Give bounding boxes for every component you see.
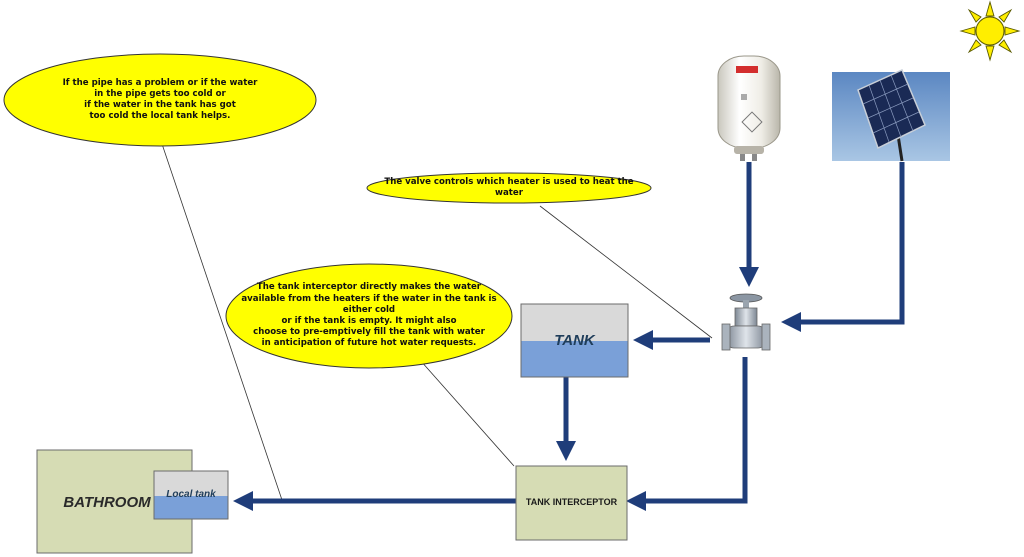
sun-icon (959, 0, 1021, 62)
local-tank (153, 470, 229, 520)
water-heater-icon (717, 55, 781, 161)
pipes (233, 162, 905, 511)
tank-interceptor-box (515, 465, 628, 541)
callout-valve (366, 172, 652, 204)
tank (520, 303, 629, 378)
callout-pipe-help (3, 53, 317, 147)
leader-line-valve-callout (539, 205, 713, 339)
leader-line-pipe-callout (159, 137, 283, 501)
leader-line-interceptor-callout (419, 359, 515, 467)
callout-interceptor (225, 263, 513, 369)
valve-icon (721, 293, 771, 351)
pipe-valve-to-interceptor (626, 357, 748, 511)
solar-panel-icon (832, 68, 950, 162)
pipe-solar-to-valve (781, 162, 905, 332)
